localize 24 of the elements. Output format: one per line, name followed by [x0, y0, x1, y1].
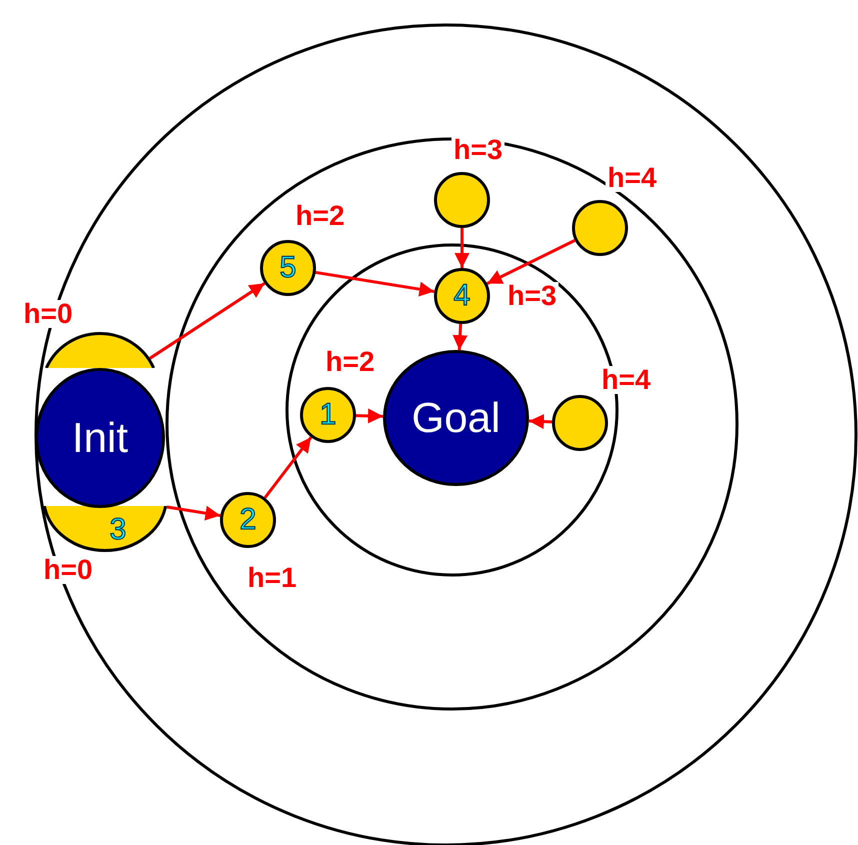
arrow — [486, 239, 576, 285]
arrow — [149, 282, 266, 360]
state-circle — [432, 170, 492, 230]
arrow — [264, 436, 312, 499]
state-circle — [550, 393, 610, 453]
step-number: 4 — [454, 281, 470, 311]
arrow — [315, 270, 435, 297]
state-circle — [258, 238, 318, 298]
state-circle — [570, 198, 630, 258]
step-number: 1 — [320, 400, 336, 430]
arrow — [166, 505, 221, 521]
step-number: 2 — [240, 505, 256, 535]
arrow — [528, 414, 552, 430]
state-name: Goal — [412, 397, 500, 439]
state-circle — [218, 490, 278, 550]
state-name: Init — [72, 417, 128, 459]
arrow — [452, 324, 468, 350]
state-circle — [432, 266, 492, 326]
step-number: 3 — [110, 515, 126, 545]
heuristic-label: h=4 — [605, 164, 659, 192]
step-number: 5 — [280, 253, 296, 283]
state-ellipse — [381, 348, 531, 488]
arrow — [356, 408, 384, 424]
state-circle — [298, 385, 358, 445]
